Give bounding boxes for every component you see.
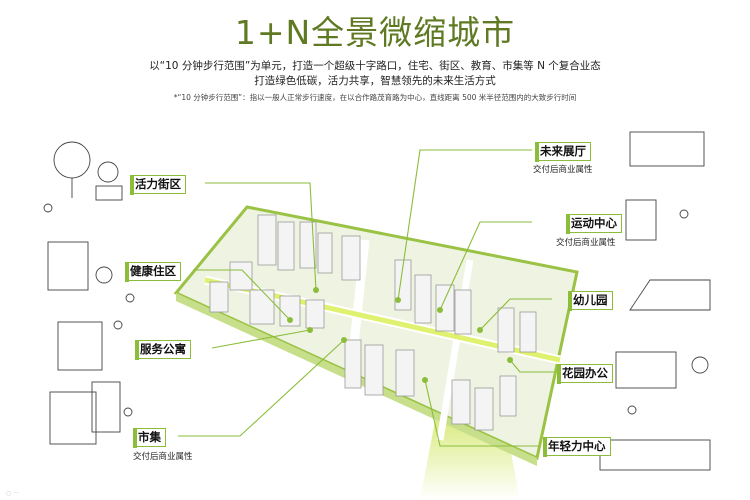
footnote: *“10 分钟步行范围”：指以一般人正常步行速度，在以合作路茂育路为中心，直线距… [173, 93, 577, 102]
sketch-illustrations [43, 131, 711, 471]
market-sketch-icon [49, 391, 97, 445]
subtitle-line-2: 打造绿色低碳，活力共享，智慧领先的未来生活方式 [254, 75, 496, 87]
building [249, 289, 275, 325]
label-huayuan-bangong: 花园办公 [556, 363, 613, 384]
building [435, 284, 455, 332]
label-fuwu-gongyu: 服务公寓 [134, 339, 191, 360]
person-icon [627, 405, 637, 415]
building [497, 307, 515, 353]
building [257, 214, 277, 266]
page-title: 1+N全景微缩城市 [234, 13, 516, 52]
person-icon [113, 320, 123, 330]
building [364, 344, 384, 396]
note-weilai: 交付后商业属性 [533, 165, 593, 175]
person-icon [125, 293, 135, 303]
apartment-sketch-icon [57, 321, 103, 371]
building [341, 235, 361, 281]
tree-icon [97, 161, 119, 183]
person-icon [43, 203, 53, 213]
tree-icon [691, 356, 709, 374]
label-nianqingli-zhongxin: 年轻力中心 [542, 436, 611, 457]
garden-office-sketch-icon [615, 351, 677, 389]
kindergarten-sketch-icon [629, 279, 711, 311]
building [451, 379, 471, 425]
label-jiankang-zhuqu: 健康住区 [124, 261, 181, 282]
label-huoli-jiequ: 活力街区 [129, 174, 186, 195]
person-icon [679, 209, 689, 219]
building [344, 339, 362, 389]
subtitle-line-1: 以“10 分钟步行范围”为单元，打造一个超级十字路口，住宅、街区、教育、市集等 … [149, 60, 601, 72]
leader-lines [178, 149, 554, 447]
building [209, 281, 229, 313]
building [305, 299, 325, 329]
youth-center-sketch-icon [599, 439, 711, 471]
leader-dots [287, 287, 513, 383]
corner-mark: ○ ··· [6, 490, 19, 497]
building [317, 232, 333, 274]
bench-icon [95, 185, 123, 201]
building [229, 261, 253, 291]
building [299, 221, 317, 269]
showroom-sketch-icon [629, 131, 705, 167]
person-icon [123, 407, 133, 417]
market-stall-icon [91, 381, 121, 433]
tree-icon [95, 266, 113, 284]
label-weilai-zhanting: 未来展厅 [534, 141, 591, 162]
label-shiji: 市集 [132, 427, 166, 448]
label-yundong-zhongxin: 运动中心 [565, 213, 622, 234]
city-platform [173, 205, 579, 466]
sports-center-sketch-icon [625, 199, 657, 241]
building [454, 289, 472, 335]
building [499, 375, 517, 417]
note-shiji: 交付后商业属性 [133, 452, 193, 462]
building [279, 295, 301, 327]
note-yundong: 交付后商业属性 [556, 238, 616, 248]
label-youeryuan: 幼儿园 [567, 290, 613, 311]
building [474, 387, 494, 431]
building [519, 311, 537, 353]
building [395, 349, 415, 397]
building-sketch-icon [47, 241, 89, 291]
tree-icon [53, 141, 91, 179]
building [277, 221, 295, 271]
building [414, 274, 432, 324]
